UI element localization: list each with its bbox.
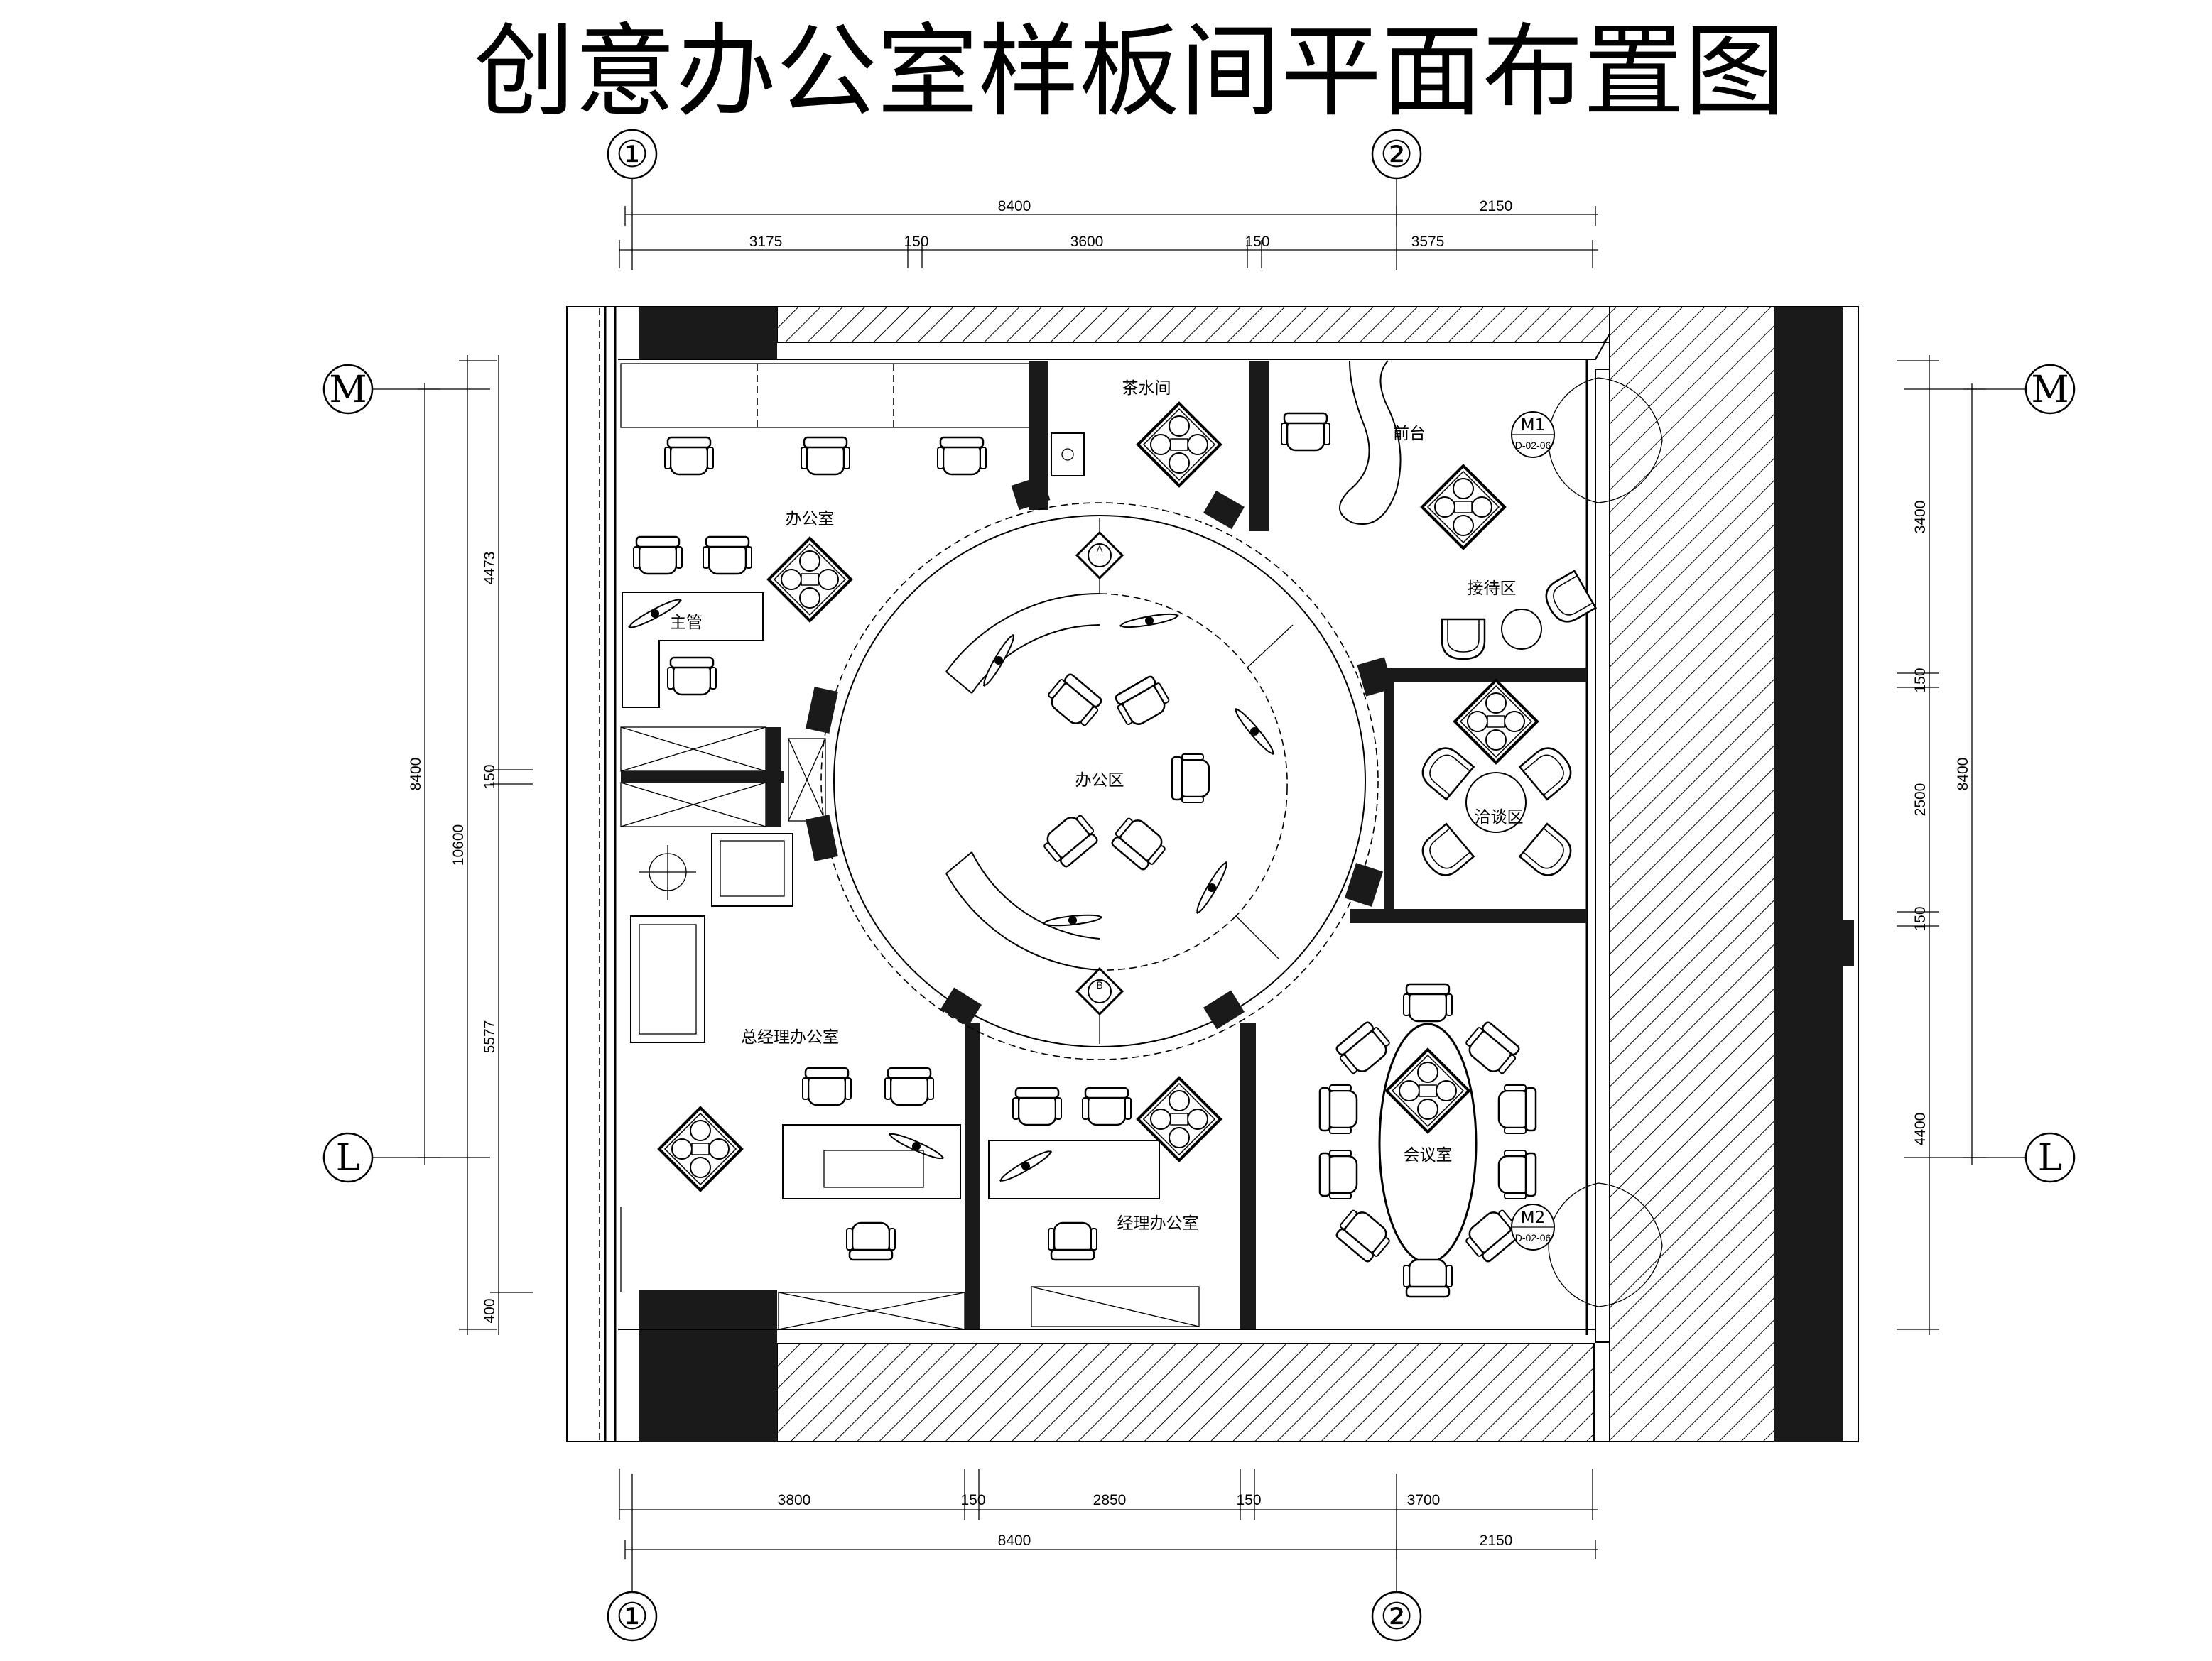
index-symbol-gm xyxy=(658,1106,743,1192)
svg-text:3700: 3700 xyxy=(1407,1492,1441,1508)
axis-bubble-top-2: ② xyxy=(1371,129,1422,270)
svg-text:2150: 2150 xyxy=(1480,198,1513,214)
svg-text:②: ② xyxy=(1380,134,1414,176)
svg-text:150: 150 xyxy=(960,1492,985,1508)
dim-bottom-detail: 3800 150 2850 150 3700 xyxy=(619,1469,1598,1520)
axis-bubble-left-l: L xyxy=(322,1132,490,1183)
index-symbol-reception xyxy=(1421,464,1506,550)
svg-text:150: 150 xyxy=(1236,1492,1261,1508)
furniture xyxy=(622,360,1663,1307)
svg-text:M2: M2 xyxy=(1521,1209,1545,1227)
central-circle xyxy=(806,475,1394,1060)
svg-text:L: L xyxy=(336,1137,361,1180)
svg-text:3575: 3575 xyxy=(1411,234,1445,250)
section-mark-b: B xyxy=(1075,966,1124,1016)
svg-text:400: 400 xyxy=(482,1298,498,1323)
svg-text:150: 150 xyxy=(1912,906,1929,931)
svg-text:10600: 10600 xyxy=(450,824,467,866)
room-label-supervisor: 主管 xyxy=(670,614,703,632)
svg-text:①: ① xyxy=(616,134,649,176)
svg-text:2850: 2850 xyxy=(1093,1492,1127,1508)
dim-top-detail: 3175 150 3600 150 3575 xyxy=(619,234,1598,268)
svg-text:M1: M1 xyxy=(1521,416,1545,435)
room-label-gm-office: 总经理办公室 xyxy=(741,1028,839,1047)
index-symbol-meeting xyxy=(1453,679,1539,764)
building-envelope xyxy=(566,306,1859,1442)
room-label-conference: 会议室 xyxy=(1404,1146,1453,1165)
svg-text:8400: 8400 xyxy=(1955,758,1971,791)
svg-text:3600: 3600 xyxy=(1070,234,1104,250)
index-symbol-office xyxy=(767,537,852,622)
svg-text:8400: 8400 xyxy=(998,198,1031,214)
index-symbol-manager xyxy=(1137,1077,1222,1162)
room-label-reception-desk: 前台 xyxy=(1393,425,1426,443)
room-label-meeting-area: 洽谈区 xyxy=(1475,808,1524,827)
svg-text:3175: 3175 xyxy=(749,234,783,250)
svg-text:②: ② xyxy=(1380,1596,1414,1638)
axis-bubble-top-1: ① xyxy=(607,129,658,270)
index-symbol-tea xyxy=(1137,402,1222,487)
door-tag-m1: M1 D-02-06 xyxy=(1511,411,1555,458)
svg-text:150: 150 xyxy=(1912,668,1929,692)
section-mark-a: A xyxy=(1075,530,1124,580)
svg-text:150: 150 xyxy=(904,234,928,250)
axis-bubble-bottom-1: ① xyxy=(607,1474,658,1642)
svg-text:150: 150 xyxy=(1245,234,1269,250)
dim-right: 3400 150 2500 150 4400 8400 xyxy=(1897,355,1986,1335)
svg-text:B: B xyxy=(1096,979,1102,991)
svg-text:8400: 8400 xyxy=(408,758,424,791)
svg-text:4473: 4473 xyxy=(482,552,498,585)
room-label-office: 办公室 xyxy=(786,510,835,528)
svg-text:4400: 4400 xyxy=(1912,1113,1929,1146)
svg-text:3800: 3800 xyxy=(778,1492,811,1508)
svg-text:A: A xyxy=(1096,543,1103,555)
dim-bottom-overall: 8400 2150 xyxy=(624,1532,1598,1559)
svg-text:150: 150 xyxy=(482,764,498,789)
room-label-reception-area: 接待区 xyxy=(1468,579,1517,598)
svg-text:①: ① xyxy=(616,1596,649,1638)
svg-text:D-02-06: D-02-06 xyxy=(1515,440,1551,451)
svg-text:8400: 8400 xyxy=(998,1532,1031,1549)
interior-walls xyxy=(620,359,1588,1335)
svg-text:L: L xyxy=(2038,1137,2063,1180)
svg-text:M: M xyxy=(329,369,367,411)
room-label-manager-office: 经理办公室 xyxy=(1117,1214,1199,1233)
drawing-title: 创意办公室样板间平面布置图 xyxy=(474,13,1785,131)
svg-text:D-02-06: D-02-06 xyxy=(1515,1232,1551,1243)
axis-bubble-left-m: M xyxy=(322,364,490,415)
door-tag-m2: M2 D-02-06 xyxy=(1511,1204,1555,1251)
dim-top-overall: 8400 2150 xyxy=(624,198,1598,226)
svg-text:2150: 2150 xyxy=(1480,1532,1513,1549)
axis-bubble-right-l: L xyxy=(1904,1132,2076,1183)
svg-text:2500: 2500 xyxy=(1912,783,1929,817)
svg-text:3400: 3400 xyxy=(1912,501,1929,534)
room-label-open-office: 办公区 xyxy=(1075,771,1124,790)
svg-text:M: M xyxy=(2031,369,2069,411)
svg-text:5577: 5577 xyxy=(482,1020,498,1054)
dim-left: 8400 10600 4473 150 5577 400 xyxy=(408,355,533,1335)
axis-bubble-bottom-2: ② xyxy=(1371,1474,1422,1642)
room-label-tea-room: 茶水间 xyxy=(1122,379,1171,398)
